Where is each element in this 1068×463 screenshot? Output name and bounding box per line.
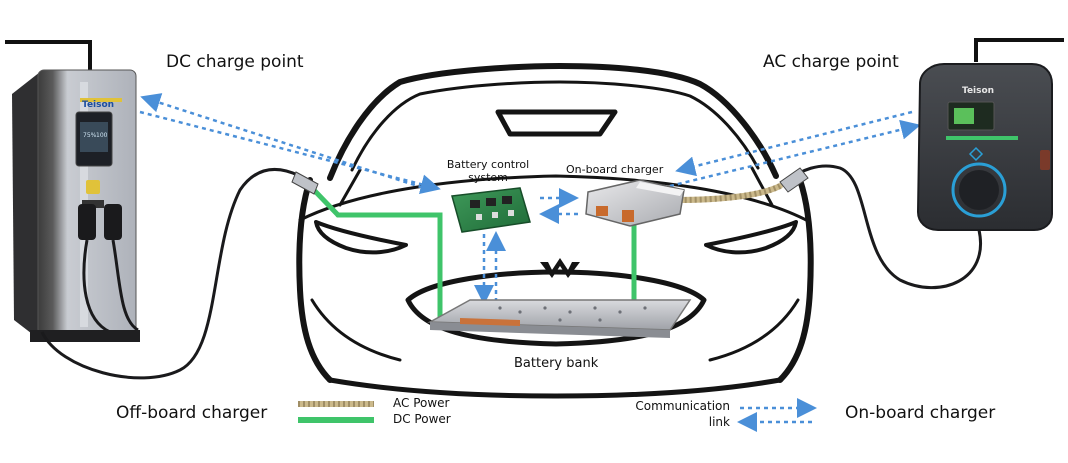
on-board-charger-component-label: On-board charger	[566, 163, 664, 176]
battery-control-system-label: Battery control system	[446, 158, 530, 184]
dc-screen-right: 100	[96, 132, 108, 139]
dc-cable	[40, 167, 301, 380]
ac-cable	[785, 164, 982, 290]
communication-links	[139, 93, 921, 305]
car-outline	[296, 63, 814, 399]
ac-plug	[779, 167, 809, 193]
dc-plug	[291, 171, 319, 195]
car-logo-icon	[540, 258, 580, 278]
dc-charge-point-label: DC charge point	[166, 52, 304, 72]
on-board-charger-unit	[585, 179, 685, 227]
on-board-charger-label: On-board charger	[845, 403, 996, 423]
ac-station-brand: Teison	[962, 86, 995, 96]
dc-screen-left: 75%	[83, 132, 97, 139]
ac-charge-station	[916, 38, 1064, 231]
legend-communication-swatch	[737, 398, 817, 432]
legend-dc-label: DC Power	[393, 412, 451, 426]
dc-charge-station	[5, 40, 140, 342]
battery-bank	[427, 299, 692, 338]
legend-communication-label: Communication link	[635, 399, 730, 429]
ac-power-line	[673, 183, 783, 203]
battery-bank-label: Battery bank	[514, 356, 599, 371]
off-board-charger-label: Off-board charger	[116, 403, 268, 423]
battery-control-board	[451, 187, 531, 233]
dc-station-brand: Teison	[82, 100, 115, 110]
ac-charge-point-label: AC charge point	[763, 52, 899, 72]
legend-ac-label: AC Power	[393, 396, 450, 410]
